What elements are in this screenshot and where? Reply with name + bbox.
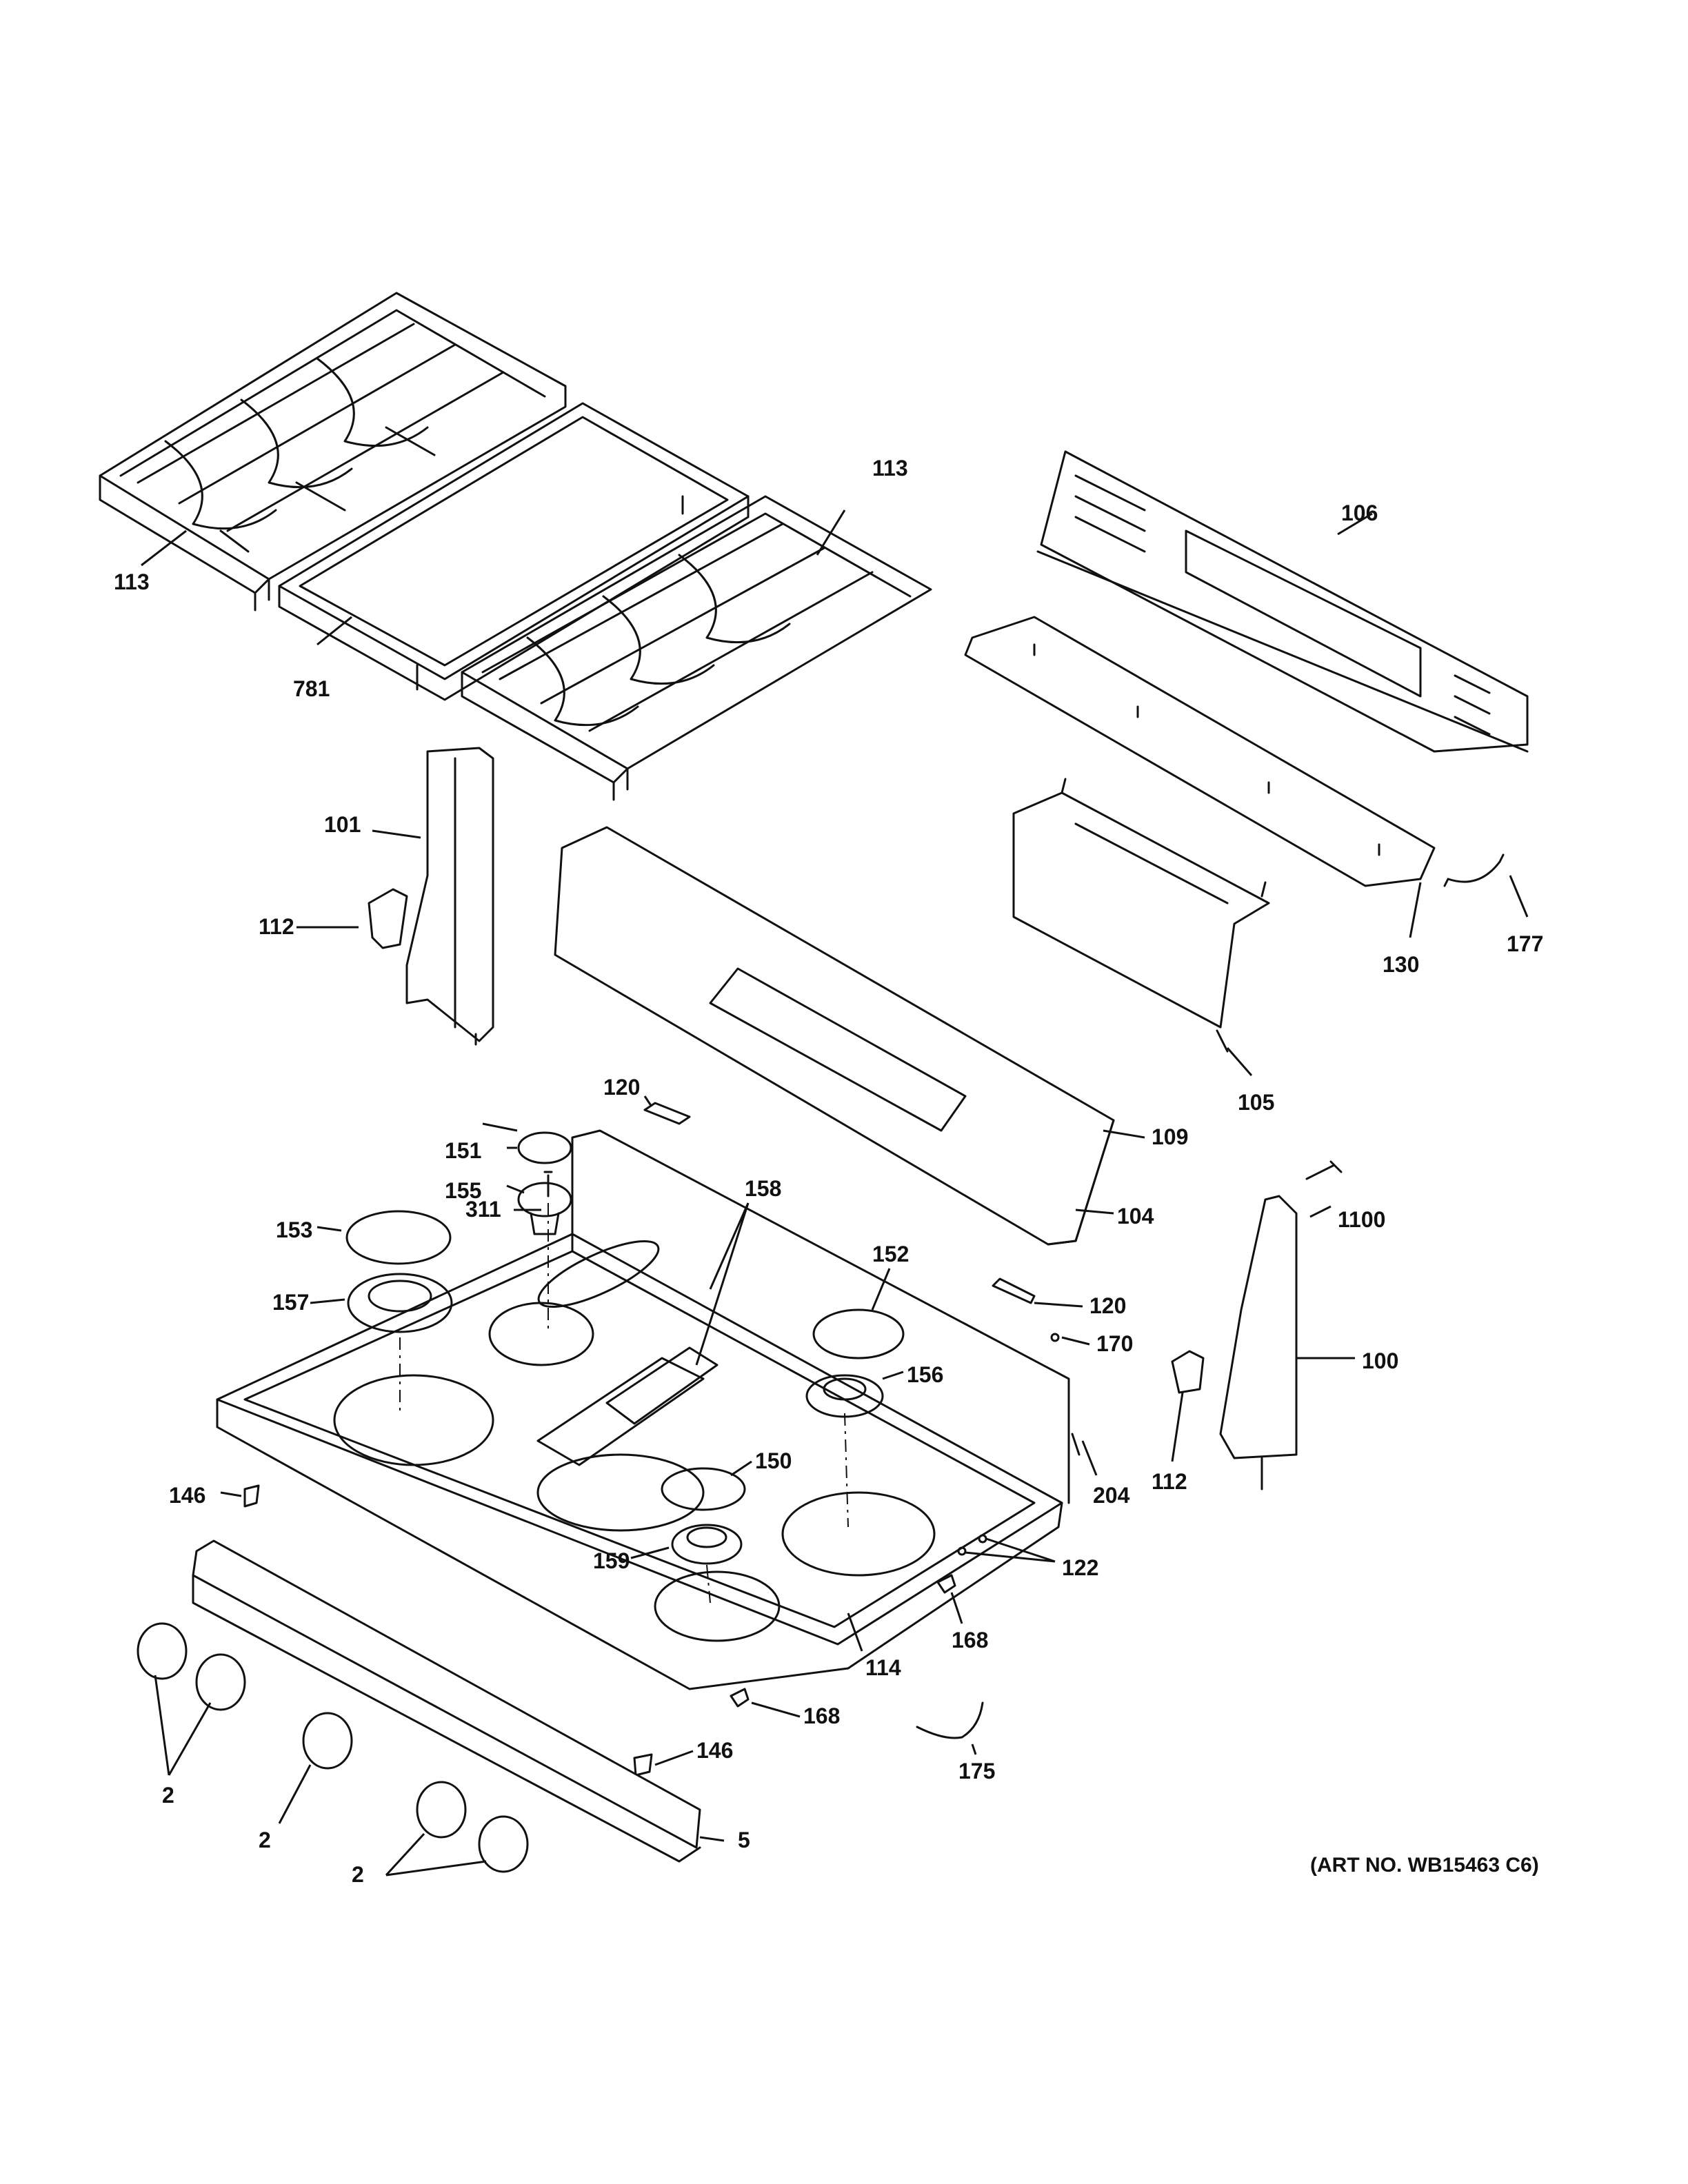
control-board-bracket <box>1012 778 1270 1053</box>
callout-781: 781 <box>293 676 330 701</box>
callout-1100: 1100 <box>1338 1207 1385 1232</box>
right-mounting-bracket <box>1171 1350 1205 1394</box>
callout-106: 106 <box>1341 501 1378 525</box>
hardware <box>243 853 1505 1777</box>
callout-105: 105 <box>1238 1090 1274 1115</box>
art-number: (ART NO. WB15463 C6) <box>1310 1854 1539 1877</box>
manifold-panel <box>192 1539 701 1863</box>
callout-168-bottom: 168 <box>803 1703 840 1728</box>
callout-146-bottom: 146 <box>696 1738 733 1763</box>
callout-151: 151 <box>445 1138 481 1163</box>
callout-2-left: 2 <box>162 1783 174 1808</box>
callout-2-middle: 2 <box>259 1828 271 1852</box>
callout-155: 155 <box>445 1178 481 1203</box>
callout-146-top: 146 <box>169 1483 205 1508</box>
callout-113-right: 113 <box>872 456 908 481</box>
rear-trim-strip <box>964 616 1436 887</box>
callout-5: 5 <box>738 1828 750 1852</box>
callout-101: 101 <box>324 812 361 837</box>
callout-153: 153 <box>276 1217 312 1242</box>
callout-157: 157 <box>272 1290 309 1315</box>
burner-caps <box>345 1131 905 1511</box>
callout-156: 156 <box>907 1362 943 1387</box>
callout-170: 170 <box>1096 1331 1133 1356</box>
burner-heads <box>347 1182 884 1565</box>
callout-112-right: 112 <box>1152 1469 1187 1494</box>
callout-150: 150 <box>755 1448 792 1473</box>
left-burner-grate <box>99 292 567 611</box>
cooktop <box>216 1129 1070 1690</box>
callout-175: 175 <box>958 1759 995 1783</box>
callout-122: 122 <box>1062 1555 1098 1580</box>
callout-120-top: 120 <box>603 1075 640 1100</box>
griddle <box>278 402 750 701</box>
callout-177: 177 <box>1507 931 1543 956</box>
callout-109: 109 <box>1152 1124 1188 1149</box>
callout-100: 100 <box>1362 1348 1398 1373</box>
callout-168-right: 168 <box>952 1628 988 1652</box>
control-panel <box>554 826 1115 1246</box>
backguard-panel <box>1036 450 1529 753</box>
callout-104: 104 <box>1117 1204 1154 1228</box>
callout-152: 152 <box>872 1242 909 1266</box>
left-side-trim <box>405 747 494 1046</box>
callout-113-left: 113 <box>114 569 150 594</box>
callout-2-bottom: 2 <box>352 1862 364 1887</box>
right-burner-grate <box>461 495 932 801</box>
callout-204: 204 <box>1093 1483 1130 1508</box>
callout-120-right: 120 <box>1089 1293 1126 1318</box>
callout-311: 311 <box>465 1197 501 1222</box>
leader-lines <box>141 509 1529 1877</box>
control-knobs <box>137 1622 529 1873</box>
callout-labels: 113 113 781 106 101 112 130 177 105 151 … <box>114 456 1543 1887</box>
callout-158: 158 <box>745 1176 781 1201</box>
callout-114: 114 <box>865 1655 901 1680</box>
callout-159: 159 <box>593 1548 630 1573</box>
right-side-trim <box>1219 1195 1298 1490</box>
spark-igniter <box>543 1171 553 1197</box>
callout-112-left: 112 <box>259 914 294 939</box>
callout-130: 130 <box>1383 952 1419 977</box>
left-mounting-bracket <box>368 888 408 949</box>
